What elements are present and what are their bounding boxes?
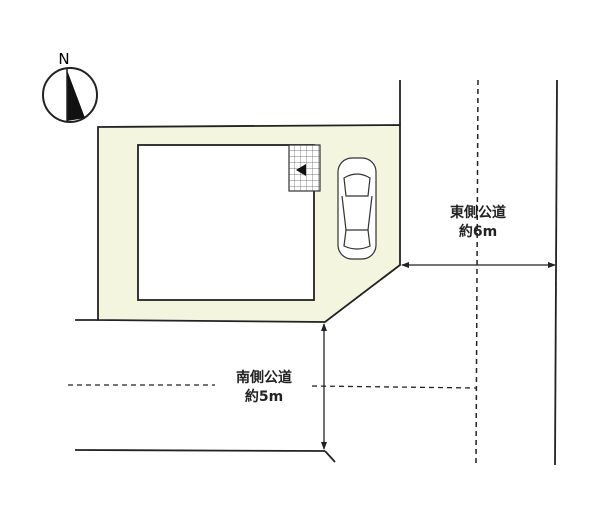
compass-north-label: N — [58, 50, 69, 68]
entrance — [288, 144, 321, 192]
building — [137, 144, 315, 301]
east-road-label: 東側公道 約6m — [428, 204, 528, 242]
north-arrow-icon — [67, 70, 85, 121]
south-road-label: 南側公道 約5m — [214, 369, 314, 407]
south-road-name: 南側公道 — [236, 370, 292, 386]
south-road — [68, 323, 477, 463]
east-road-name: 東側公道 — [450, 205, 506, 221]
east-road — [401, 79, 558, 466]
east-road-width: 約6m — [458, 224, 498, 240]
compass: N — [42, 50, 98, 123]
south-road-width: 約5m — [244, 389, 284, 405]
entrance-arrow-icon — [296, 164, 306, 176]
car-icon — [337, 157, 377, 260]
